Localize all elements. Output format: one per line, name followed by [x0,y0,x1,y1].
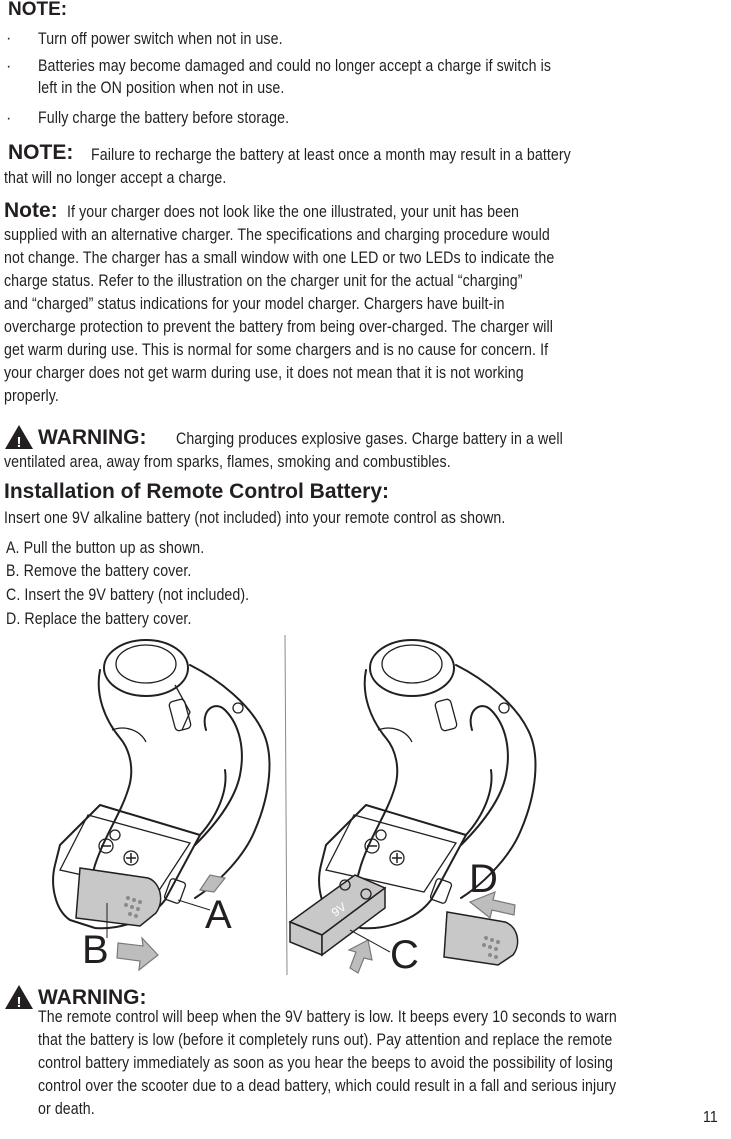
warning2-heading: WARNING: [38,986,147,1009]
figure-divider [284,634,288,976]
warning2-line-3: control battery immediately as soon as y… [38,1054,614,1072]
installation-step-d: D. Replace the battery cover. [6,610,192,628]
note-bullet-3: Fully charge the battery before storage. [38,109,290,127]
note3-line-8: your charger does not get warm during us… [4,364,524,382]
note3-line-5: and “charged” status indications for you… [4,295,505,313]
note3-line-2: supplied with an alternative charger. Th… [4,226,550,244]
installation-intro: Insert one 9V alkaline battery (not incl… [4,509,506,527]
note-bullet-2-line-2: left in the ON position when not in use. [38,79,285,97]
svg-text:!: ! [17,434,22,450]
bullet-marker: · [6,30,12,47]
note-bullet-1: Turn off power switch when not in use. [38,30,283,48]
note3-line-9: properly. [4,387,59,405]
warning1-line-1: Charging produces explosive gases. Charg… [176,430,563,448]
note3-line-1: If your charger does not look like the o… [67,203,520,221]
bullet-marker: · [6,110,12,127]
remote-right-drawing: 9V [288,639,537,974]
remote-left-drawing [52,639,271,972]
warning2-line-2: that the battery is low (before it compl… [38,1031,613,1049]
figure-label-d: D [469,857,498,901]
note3-heading: Note: [4,199,58,222]
svg-text:!: ! [17,994,22,1010]
installation-step-a: A. Pull the button up as shown. [6,539,205,557]
installation-heading: Installation of Remote Control Battery: [4,480,390,503]
note2-heading: NOTE: [8,141,74,164]
figure-label-a: A [205,893,232,937]
warning-triangle-icon: ! [5,425,33,450]
note2-line-1: Failure to recharge the battery at least… [91,146,571,164]
note2-line-2: that will no longer accept a charge. [4,169,227,187]
remote-battery-illustration: A B 9V [52,634,537,977]
warning2-line-4: control over the scooter due to a dead b… [38,1077,617,1095]
note3-line-4: charge status. Refer to the illustration… [4,272,523,290]
note-bullet-2-line-1: Batteries may become damaged and could n… [38,57,552,75]
warning2-line-1: The remote control will beep when the 9V… [38,1008,617,1026]
note3-line-3: not change. The charger has a small wind… [4,249,555,267]
note-heading: NOTE: [8,0,68,20]
installation-step-c: C. Insert the 9V battery (not included). [6,586,250,604]
note3-line-7: get warm during use. This is normal for … [4,341,549,359]
warning2-line-5: or death. [38,1100,95,1118]
warning1-heading: WARNING: [38,426,147,449]
figure-label-b: B [82,928,109,972]
note3-line-6: overcharge protection to prevent the bat… [4,318,554,336]
warning1-line-2: ventilated area, away from sparks, flame… [4,453,451,471]
svg-text:9V: 9V [329,900,349,920]
nine-volt-battery: 9V [288,874,387,957]
bullet-marker: · [6,58,12,75]
warning-triangle-icon: ! [5,985,33,1010]
installation-step-b: B. Remove the battery cover. [6,562,192,580]
figure-label-c: C [390,933,419,977]
page-number: 11 [703,1109,719,1126]
